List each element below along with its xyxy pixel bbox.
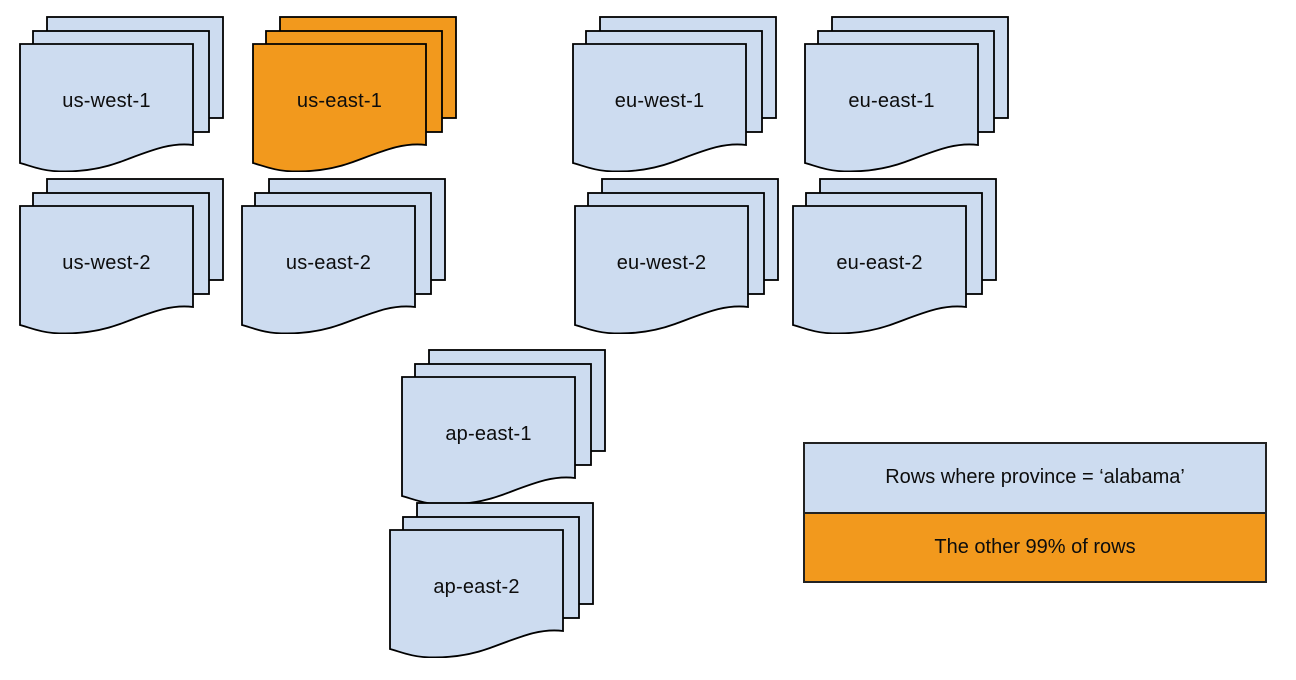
- legend-item-label: Rows where province = ‘alabama’: [885, 466, 1185, 489]
- stacked-documents-shape: [241, 178, 446, 334]
- stacked-documents-shape: [389, 502, 594, 658]
- doc-stack-eu-west-1: eu-west-1: [568, 14, 778, 174]
- doc-stack-eu-west-2: eu-west-2: [570, 176, 780, 336]
- doc-stack-eu-east-1: eu-east-1: [800, 14, 1010, 174]
- doc-stack-us-east-1: us-east-1: [248, 14, 458, 174]
- stacked-documents-shape: [19, 178, 224, 334]
- legend-item-other-rows: The other 99% of rows: [805, 511, 1265, 581]
- doc-stack-ap-east-2: ap-east-2: [385, 500, 595, 660]
- stacked-documents-shape: [401, 349, 606, 505]
- legend-item-alabama-rows: Rows where province = ‘alabama’: [805, 444, 1265, 512]
- doc-stack-us-west-2: us-west-2: [15, 176, 225, 336]
- doc-stack-ap-east-1: ap-east-1: [397, 347, 607, 507]
- doc-stack-us-east-2: us-east-2: [237, 176, 447, 336]
- stacked-documents-shape: [574, 178, 779, 334]
- stacked-documents-shape: [572, 16, 777, 172]
- stacked-documents-shape: [19, 16, 224, 172]
- legend: Rows where province = ‘alabama’ The othe…: [803, 442, 1267, 583]
- stacked-documents-shape: [792, 178, 997, 334]
- stacked-documents-shape: [804, 16, 1009, 172]
- doc-stack-us-west-1: us-west-1: [15, 14, 225, 174]
- doc-stack-eu-east-2: eu-east-2: [788, 176, 998, 336]
- legend-item-label: The other 99% of rows: [934, 535, 1136, 558]
- stacked-documents-shape: [252, 16, 457, 172]
